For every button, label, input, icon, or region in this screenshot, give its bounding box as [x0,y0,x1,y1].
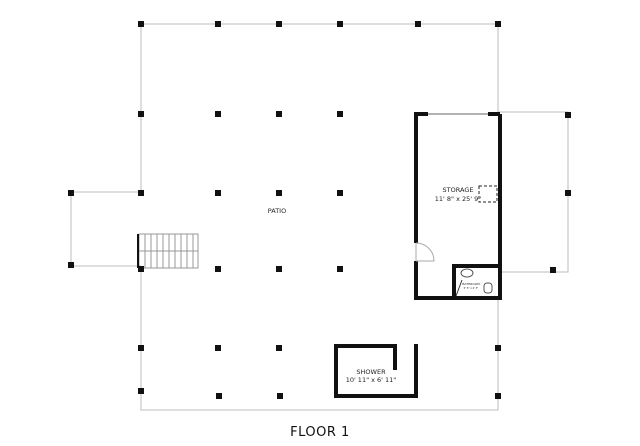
patio-outline [70,23,569,411]
patio-label: PATIO [268,207,286,215]
storage-walls [414,112,502,300]
bathroom-label: BATHROOM [462,282,480,286]
shower-walls [334,344,418,398]
storage-label: STORAGE [443,186,474,194]
columns [68,21,571,399]
storage-door [415,242,435,262]
stairs [137,233,199,269]
shower-dimensions: 10' 11" x 6' 11" [346,376,397,384]
floor-title: FLOOR 1 [290,425,350,440]
storage-dimensions: 11' 8" x 25' 9" [435,195,481,203]
bathroom-door [455,279,463,297]
storage-hatch [478,185,498,203]
sink-icon [460,268,474,278]
bathroom-dimensions: 5' 5" x 4' 3" [464,286,479,290]
shower-label: SHOWER [356,368,386,376]
toilet-icon [483,282,493,294]
